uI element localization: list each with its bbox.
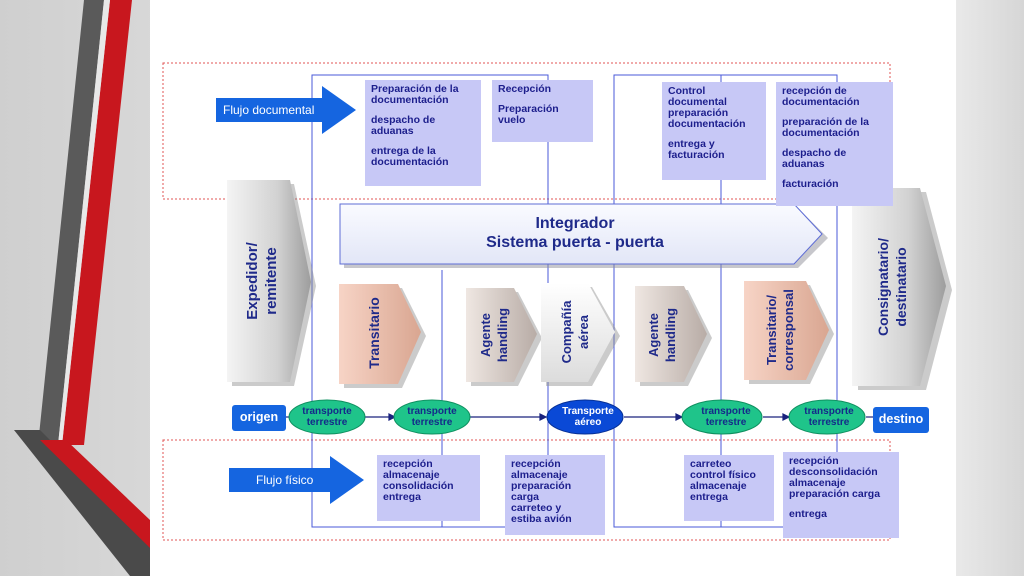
transport-ellipse-3	[546, 399, 624, 435]
box-line: Preparación	[498, 103, 559, 115]
connector-t1-t2-head	[388, 413, 397, 421]
box-line: consolidación	[383, 480, 454, 492]
transitario-corresponsal-chevron	[744, 281, 829, 380]
box-line: recepción	[511, 458, 561, 470]
integrator-label: Integrador Sistema puerta - puerta	[460, 214, 690, 252]
box-line: entrega	[789, 508, 827, 520]
box-line: documentación	[782, 127, 860, 139]
connector-t3-t4-head	[675, 413, 684, 421]
deco-stripe-red-top	[62, 0, 132, 445]
agente-handling-2-chevron	[635, 286, 707, 382]
flujo-documental-arrow	[216, 86, 356, 134]
box-line: almacenaje	[690, 480, 747, 492]
box-line: entrega	[383, 491, 421, 503]
box-line: preparación carga	[789, 488, 881, 500]
box-line: Recepción	[498, 83, 552, 95]
box-line: documental	[668, 96, 727, 108]
box-line: preparación	[668, 107, 729, 119]
connector-t2-t3-head	[539, 413, 548, 421]
box-line: carga	[511, 491, 540, 503]
box-line: entrega	[690, 491, 728, 503]
transitario-label: Transitario	[366, 297, 382, 369]
box-line: despacho de	[782, 147, 847, 159]
deco-stripe-light	[58, 0, 110, 445]
integrator-title: Integrador	[535, 215, 615, 232]
compania-aerea-chevron	[541, 283, 615, 382]
transport-ellipse-2	[393, 399, 471, 435]
box-line: documentación	[371, 94, 449, 106]
decorative-stripes	[14, 0, 150, 576]
box-line: carreteo y	[511, 502, 562, 514]
box-line: carreteo	[690, 458, 732, 470]
transitario-chevron	[339, 284, 421, 384]
origen-tag: origen	[232, 405, 286, 431]
transport-ellipse-4	[681, 399, 763, 435]
box-line: entrega y	[668, 138, 715, 150]
box-line: recepción	[383, 458, 433, 470]
box-line: preparación de la	[782, 116, 869, 128]
flujo-fisico-label: Flujo físico	[256, 473, 314, 487]
deco-stripe-red-bottom	[40, 440, 150, 548]
transport-ellipse-1	[288, 399, 366, 435]
compania-aerea-label: Compañía aérea	[559, 300, 591, 364]
destino-tag: destino	[873, 407, 929, 433]
transitario-corresponsal-label: Transitario/ corresponsal	[764, 289, 796, 371]
box-line: facturación	[668, 149, 725, 161]
box-line: aduanas	[371, 125, 414, 137]
box-line: desconsolidación	[789, 466, 878, 478]
box-line: almacenaje	[511, 469, 568, 481]
deco-stripe-gray-bottom	[14, 430, 150, 576]
box-line: Preparación de la	[371, 83, 459, 95]
box-line: documentación	[371, 156, 449, 168]
box-line: entrega de la	[371, 145, 436, 157]
integrator-subtitle: Sistema puerta - puerta	[486, 234, 664, 251]
flujo-fisico-arrow	[229, 456, 364, 504]
box-line: control físico	[690, 469, 756, 481]
expedidor-chevron	[227, 180, 311, 382]
box-line: preparación	[511, 480, 572, 492]
right-margin-strip	[956, 0, 1024, 576]
box-line: recepción de	[782, 85, 847, 97]
expedidor-label: Expedidor/ remitente	[244, 242, 280, 320]
box-line: despacho de	[371, 114, 436, 126]
transport-ellipse-5	[788, 399, 866, 435]
box-line: facturación	[782, 178, 839, 190]
consignatario-chevron	[852, 188, 946, 386]
box-line: estiba avión	[511, 513, 572, 525]
integrator-arrow	[339, 203, 823, 265]
box-line: Control	[668, 85, 706, 97]
lane-frame-2	[613, 74, 838, 528]
box-line: aduanas	[782, 158, 825, 170]
box-line: documentación	[668, 118, 746, 130]
box-line: almacenaje	[383, 469, 440, 481]
agente-handling-2-label: Agente handling	[646, 307, 678, 363]
agente-handling-1-label: Agente handling	[478, 307, 510, 363]
deco-stripe-gray-top	[38, 0, 104, 445]
agente-handling-1-chevron	[466, 288, 537, 382]
box-line: almacenaje	[789, 477, 846, 489]
documental-flow-frame	[162, 62, 891, 200]
box-line: recepción	[789, 455, 839, 467]
box-line: vuelo	[498, 114, 526, 126]
connector-t4-t5-head	[782, 413, 791, 421]
flujo-documental-label: Flujo documental	[223, 103, 315, 117]
transport-connectors	[284, 413, 874, 421]
box-line: documentación	[782, 96, 860, 108]
consignatario-label: Consignatario/ destinatario	[875, 237, 909, 337]
